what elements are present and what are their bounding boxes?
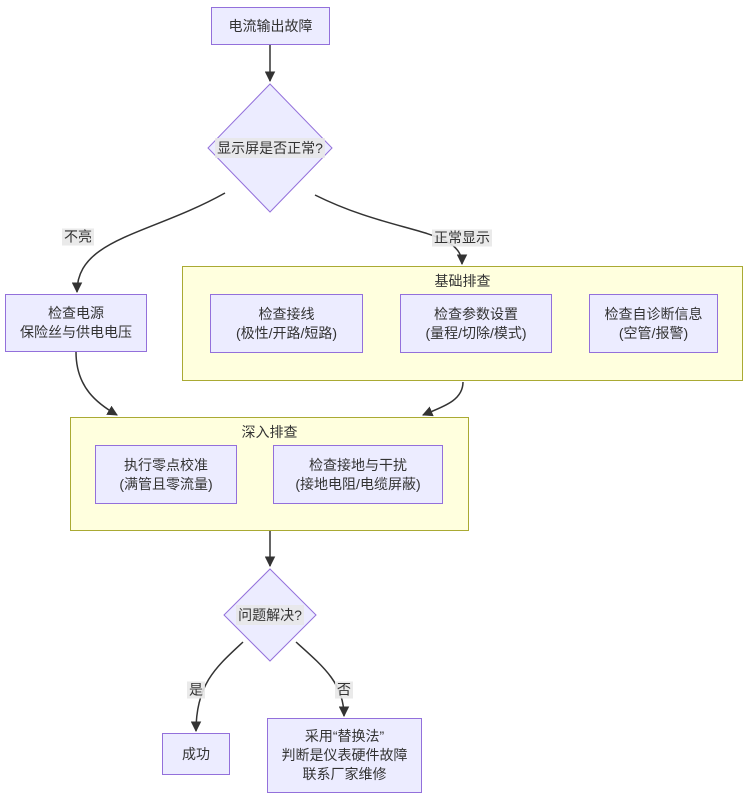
node-check-diag: 检查自诊断信息 (空管/报警) (589, 294, 718, 353)
edge-display-check-to-check-power (71, 192, 226, 294)
node-replace-method: 采用“替换法” 判断是仪表硬件故障 联系厂家维修 (267, 718, 422, 793)
node-success: 成功 (162, 733, 230, 775)
edge-basic-to-deep (422, 381, 464, 417)
node-check-ground: 检查接地与干扰 (接地电阻/电缆屏蔽) (273, 445, 443, 504)
edge-label-not-lit: 不亮 (62, 228, 94, 246)
subgraph-basic-title: 基础排查 (434, 273, 491, 289)
edge-solved-check-to-success (190, 641, 244, 733)
node-solved-check: 问题解决? (223, 568, 317, 662)
node-start: 电流输出故障 (211, 7, 330, 45)
edge-solved-check-to-replace (295, 641, 350, 718)
node-display-check-label: 显示屏是否正常? (215, 138, 325, 158)
edge-check-power-to-deep (75, 351, 118, 416)
edge-display-check-to-basic (314, 194, 468, 266)
node-zero-cal: 执行零点校准 (满管且零流量) (95, 445, 237, 504)
edge-label-normal-display: 正常显示 (432, 229, 492, 247)
node-solved-check-label: 问题解决? (236, 605, 304, 625)
node-check-power: 检查电源 保险丝与供电电压 (5, 294, 147, 352)
edge-label-yes: 是 (187, 681, 205, 699)
subgraph-deep-title: 深入排查 (241, 424, 298, 440)
node-check-params: 检查参数设置 (量程/切除/模式) (400, 294, 552, 353)
node-display-check: 显示屏是否正常? (207, 83, 333, 213)
edge-label-no: 否 (335, 681, 353, 699)
node-check-wiring: 检查接线 (极性/开路/短路) (210, 294, 363, 353)
